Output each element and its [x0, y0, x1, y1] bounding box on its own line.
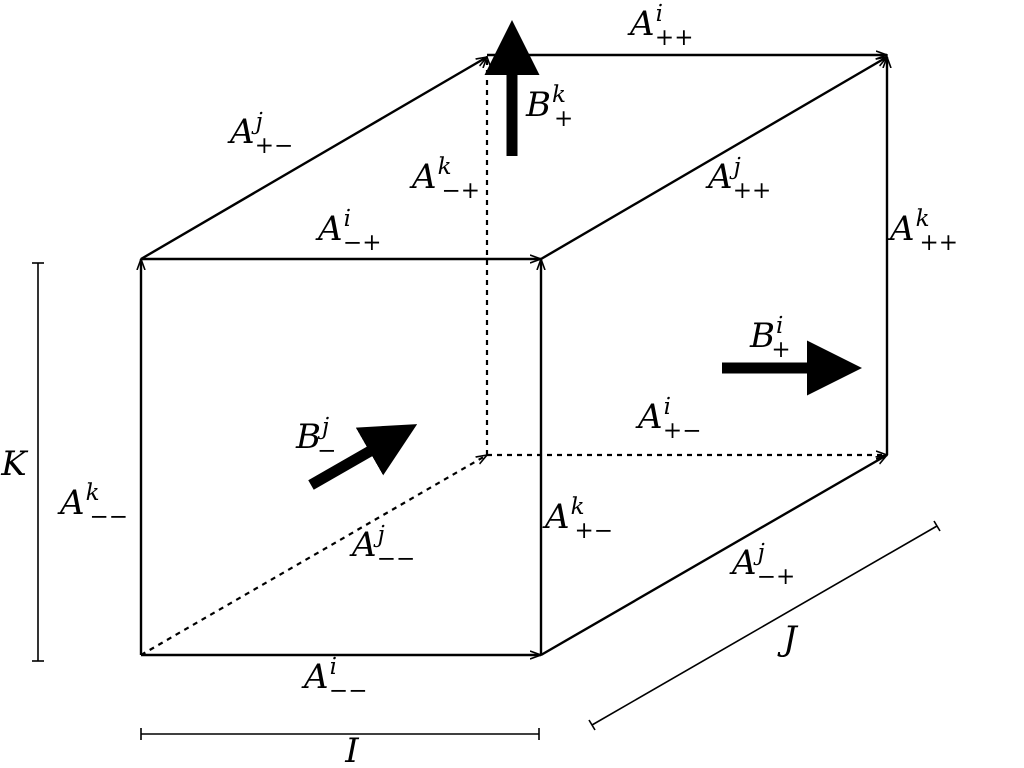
- face-arrow-front: [308, 424, 418, 490]
- edge-label-A-j-mm: Aj−−: [349, 522, 415, 572]
- edge-bottom-depth-dashed: [140, 455, 487, 656]
- edge-label-A-k-mp: Ak−+: [409, 154, 480, 204]
- edge-label-A-k-pp: Ak++: [887, 206, 958, 256]
- edge-label-A-i-mm: Ai−−: [301, 654, 367, 704]
- edge-label-A-i-pp: Ai++: [627, 1, 693, 51]
- edge-label-A-j-pm: Aj+−: [227, 109, 293, 159]
- dimension-label-K: K: [0, 444, 29, 484]
- edge-label-A-j-mp: Aj−+: [729, 540, 795, 590]
- face-label-B-j-m: Bj−: [295, 414, 336, 464]
- dimension-bar-I: [140, 728, 540, 740]
- edge-label-A-k-pm: Ak+−: [542, 494, 613, 544]
- dimension-bar-J: [588, 520, 941, 731]
- edge-label-A-i-mp: Ai−+: [315, 206, 381, 256]
- edge-right-bottom-depth: [540, 455, 887, 657]
- edge-top-right-depth: [540, 57, 887, 261]
- edge-top-left-depth: [140, 57, 487, 261]
- face-label-B-k-p: Bk+: [525, 82, 573, 132]
- dimension-bar-K: [32, 262, 44, 662]
- dimension-label-J: J: [777, 619, 799, 659]
- edge-label-A-i-pm: Ai+−: [635, 394, 701, 444]
- face-label-B-i-p: Bi+: [749, 313, 791, 363]
- dimension-label-I: I: [344, 731, 359, 768]
- edge-label-A-k-mm: Ak−−: [57, 480, 128, 530]
- edge-label-A-j-pp: Aj++: [705, 154, 771, 204]
